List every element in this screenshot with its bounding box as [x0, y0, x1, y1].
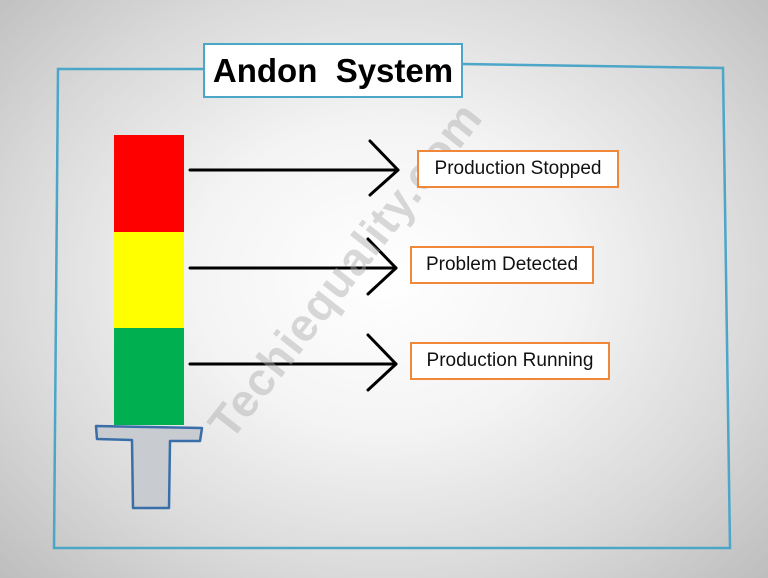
arrow-stopped [188, 139, 400, 197]
label-production-running: Production Running [410, 342, 610, 380]
light-red [114, 135, 184, 232]
outer-frame [52, 62, 732, 550]
light-green [114, 328, 184, 425]
diagram-title: Andon System [203, 43, 463, 98]
arrow-running [188, 333, 398, 392]
label-production-stopped: Production Stopped [417, 150, 619, 188]
label-problem-detected: Problem Detected [410, 246, 594, 284]
arrow-detected [188, 237, 398, 296]
light-yellow [114, 232, 184, 328]
tower-stand [94, 424, 204, 510]
